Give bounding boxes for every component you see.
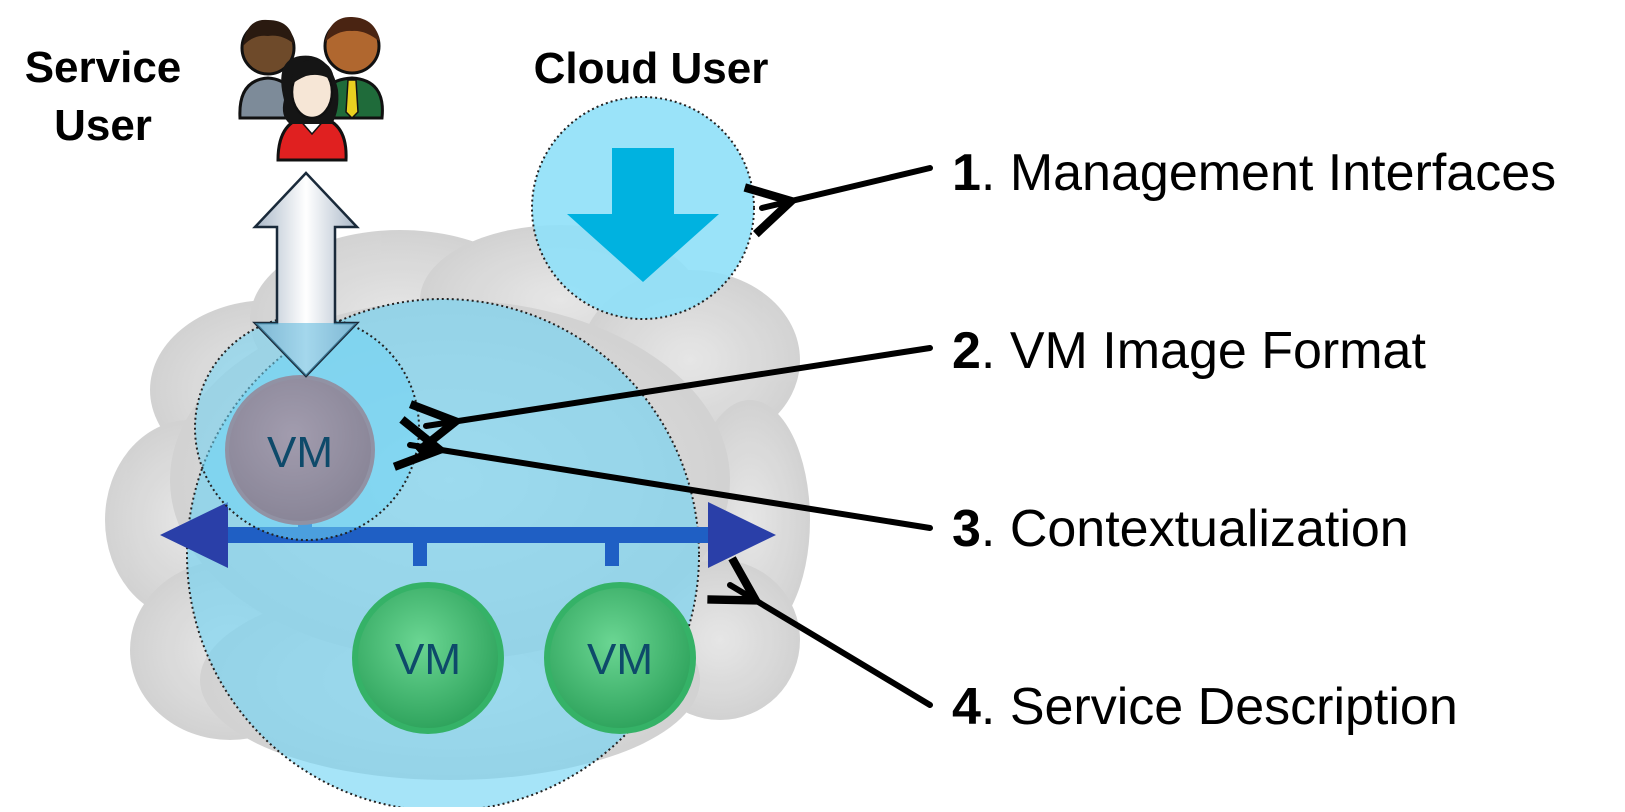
down-arrow-icon [567,148,719,282]
legend-item-number: 3 [952,500,981,558]
svg-text:3. Contextualization: 3. Contextualization [952,500,1409,558]
callout-arrow-2 [426,345,933,426]
service-user-label-line2: User [54,101,152,150]
cloud-user-label: Cloud User [534,44,769,93]
callout-arrows [410,165,933,708]
service-user-label-line1: Service [25,43,182,92]
callout-arrow-4 [730,585,933,708]
legend-item-3: 3. Contextualization [952,500,1409,558]
service-access-arrow [252,171,360,378]
vm-node-green-2: VM [544,582,696,734]
legend-item-text: . VM Image Format [981,322,1427,380]
vm-node-label: VM [267,428,333,477]
vm-node-green-1: VM [352,582,504,734]
svg-text:2. VM Image Format: 2. VM Image Format [952,322,1426,380]
users-icon [238,16,384,162]
legend-item-1: 1. Management Interfaces [952,144,1556,202]
vm-node-label: VM [395,635,461,684]
vm-node-label: VM [587,635,653,684]
legend-item-text: . Contextualization [981,500,1409,558]
legend-item-2: 2. VM Image Format [952,322,1426,380]
legend-item-number: 4 [952,678,981,736]
callout-arrow-3 [410,445,933,531]
callout-arrow-1 [762,165,933,208]
svg-text:1. Management Interfaces: 1. Management Interfaces [952,144,1556,202]
legend-item-number: 1 [952,144,981,202]
legend-item-number: 2 [952,322,981,380]
svg-text:4. Service Description: 4. Service Description [952,678,1458,736]
legend-item-text: . Management Interfaces [981,144,1556,202]
legend-item-text: . Service Description [981,678,1458,736]
legend-item-4: 4. Service Description [952,678,1458,736]
